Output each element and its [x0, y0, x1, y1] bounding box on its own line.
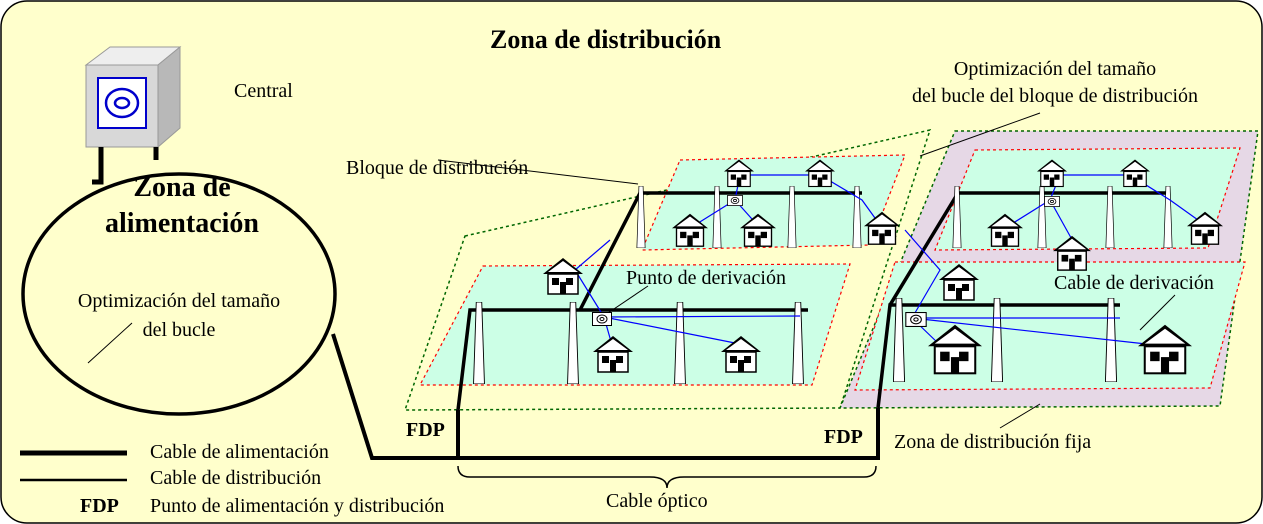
tap-box-right-upper [1044, 196, 1060, 207]
legend-fdp-description: Punto de alimentación y distribución [150, 495, 445, 517]
tap-box-left-upper [727, 195, 743, 206]
drop-cable-pointer [1139, 294, 1176, 331]
block-optimization-line-2: del bucle del bloque de distribución [911, 85, 1199, 107]
loop-optimization-line-1: Optimización del tamaño [77, 290, 281, 312]
central-office-building [84, 45, 182, 149]
loop-optimization-line-2: del bucle [142, 319, 216, 341]
fdp-label-right: FDP [824, 426, 863, 448]
tap-box-left [592, 312, 612, 326]
fixed-zone-pointer [999, 403, 1041, 429]
feeder-zone-ellipse [21, 172, 337, 416]
feeder-cable [331, 333, 880, 460]
block-optimization-line-1: Optimización del tamaño [953, 58, 1157, 80]
feeder-stub-left [92, 147, 104, 185]
central-label: Central [234, 80, 293, 102]
distribution-block-label: Bloque de distribución [346, 157, 529, 179]
feeder-zone-title-2: alimentación [105, 208, 259, 239]
legend-feeder-cable: Cable de alimentación [150, 441, 329, 463]
legend-fdp-abbr: FDP [80, 495, 119, 517]
feeder-zone-title-1: Zona de [133, 172, 231, 203]
tap-point-label: Punto de derivación [626, 267, 786, 289]
tap-box-right [905, 312, 927, 327]
block-label-pointer [437, 159, 639, 185]
fixed-zone-label: Zona de distribución fija [894, 431, 1092, 453]
optical-cable-brace [457, 465, 877, 489]
diagram-title: Zona de distribución [490, 25, 722, 54]
fdp-label-left: FDP [406, 419, 445, 441]
block-upper-left [641, 154, 906, 251]
loop-optimization-pointer [87, 322, 133, 364]
legend-distribution-cable: Cable de distribución [150, 467, 322, 489]
block-opt-pointer [919, 112, 1041, 157]
drop-cable-label: Cable de derivación [1054, 272, 1214, 294]
optical-cable-label: Cable óptico [606, 490, 708, 512]
distribution-cable-left [456, 308, 808, 411]
